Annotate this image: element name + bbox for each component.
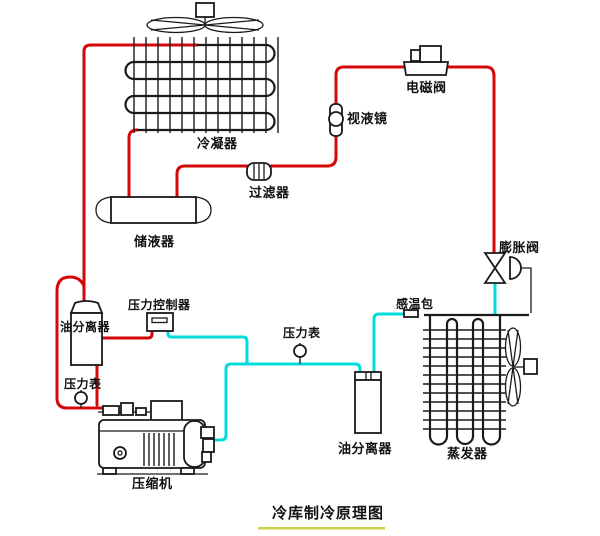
- evaporator-fins: [423, 329, 506, 430]
- evaporator-coil: [428, 315, 502, 446]
- pressure-controller: [146, 312, 174, 332]
- condenser-fan: [146, 2, 264, 34]
- evaporator: [423, 313, 538, 446]
- condenser: [124, 2, 279, 133]
- cold-pipe-evaporator-to-separator: [372, 312, 408, 374]
- receiver: [95, 196, 212, 224]
- hot-pipe-solenoid-to-expansion: [445, 65, 496, 254]
- condenser-label: 冷凝器: [197, 136, 238, 152]
- oil-separator-right-label: 油分离器: [338, 441, 393, 457]
- evaporator-label: 蒸发器: [447, 446, 488, 462]
- pressure-controller-label: 压力控制器: [128, 297, 191, 312]
- condenser-coil: [124, 43, 276, 132]
- receiver-label: 储液器: [133, 234, 175, 250]
- filter-drier: [246, 162, 272, 181]
- cold-pipe-controller-sense: [166, 329, 249, 365]
- hot-pipe-sightglass-to-solenoid: [334, 65, 407, 105]
- hot-pipe-condenser-to-receiver: [127, 128, 139, 199]
- condenser-fins: [133, 37, 279, 133]
- sensing-bulb-label: 感温包: [396, 296, 434, 311]
- oil-separator-left: [69, 300, 104, 366]
- compressor-label: 压缩机: [132, 476, 173, 492]
- sight-glass-label: 视液镜: [347, 111, 388, 127]
- pressure-gauge-mid-label: 压力表: [283, 325, 321, 340]
- pressure-gauge-left-label: 压力表: [64, 376, 102, 391]
- solenoid-valve: [402, 45, 450, 76]
- pressure-gauge-mid: [293, 343, 307, 364]
- oil-separator-left-label: 油分离器: [60, 319, 111, 334]
- hot-pipe-compressor-to-riser: [55, 275, 106, 410]
- hot-pipe-filter-to-sightglass: [269, 135, 338, 168]
- hot-pipe-controller-to-compressor: [95, 329, 154, 407]
- expansion-valve-label: 膨胀阀: [498, 240, 540, 256]
- sight-glass: [328, 103, 344, 137]
- hot-pipe-receiver-to-filter: [175, 164, 249, 199]
- evaporator-fan: [504, 327, 538, 407]
- solenoid-valve-label: 电磁阀: [406, 80, 447, 96]
- cold-pipe-separator-to-compressor: [206, 362, 362, 442]
- pressure-gauge-left: [74, 390, 88, 408]
- sensing-bulb: [403, 309, 419, 318]
- equalizer-line: [521, 267, 532, 313]
- diagram-title: 冷库制冷原理图: [272, 504, 384, 522]
- compressor-fins: [143, 433, 175, 466]
- hot-gas-lines: [55, 43, 496, 410]
- expansion-valve: [483, 252, 532, 313]
- suction-lines: [166, 280, 497, 442]
- compressor: [97, 400, 215, 475]
- hot-pipe-riser-to-condenser: [82, 43, 199, 305]
- oil-separator-right: [354, 371, 382, 434]
- title-underline: [258, 527, 385, 530]
- filter-label: 过滤器: [249, 185, 290, 201]
